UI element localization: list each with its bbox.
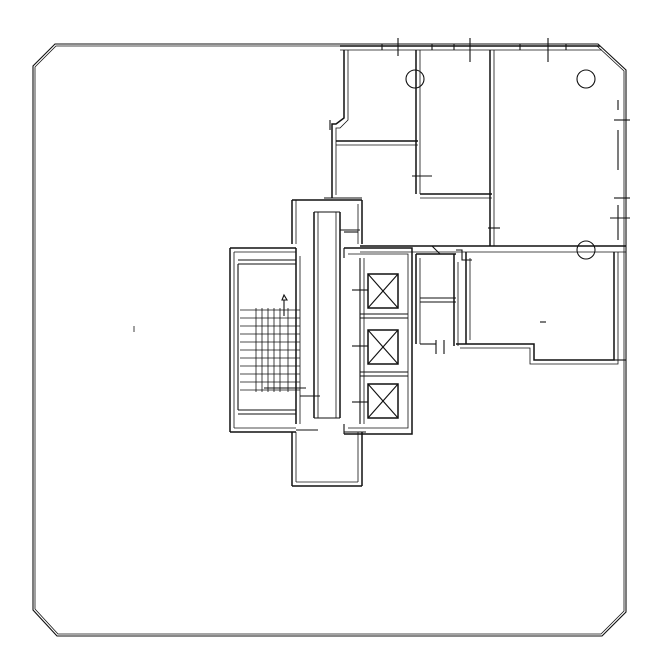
north-east-rooms (324, 38, 630, 253)
structural-columns (405, 69, 596, 260)
elevator-car-2 (367, 329, 399, 365)
outer-slab (32, 43, 627, 637)
east-lower-room (456, 252, 626, 365)
central-corridor (291, 199, 363, 487)
elevator-bank (343, 247, 413, 435)
service-shafts (415, 245, 472, 354)
column-east-mid (576, 240, 596, 260)
column-north-east (576, 69, 596, 89)
column-north-west-core (405, 69, 425, 89)
elevator-car-1 (367, 273, 399, 309)
stair (229, 247, 306, 433)
elevator-car-3 (367, 383, 399, 419)
